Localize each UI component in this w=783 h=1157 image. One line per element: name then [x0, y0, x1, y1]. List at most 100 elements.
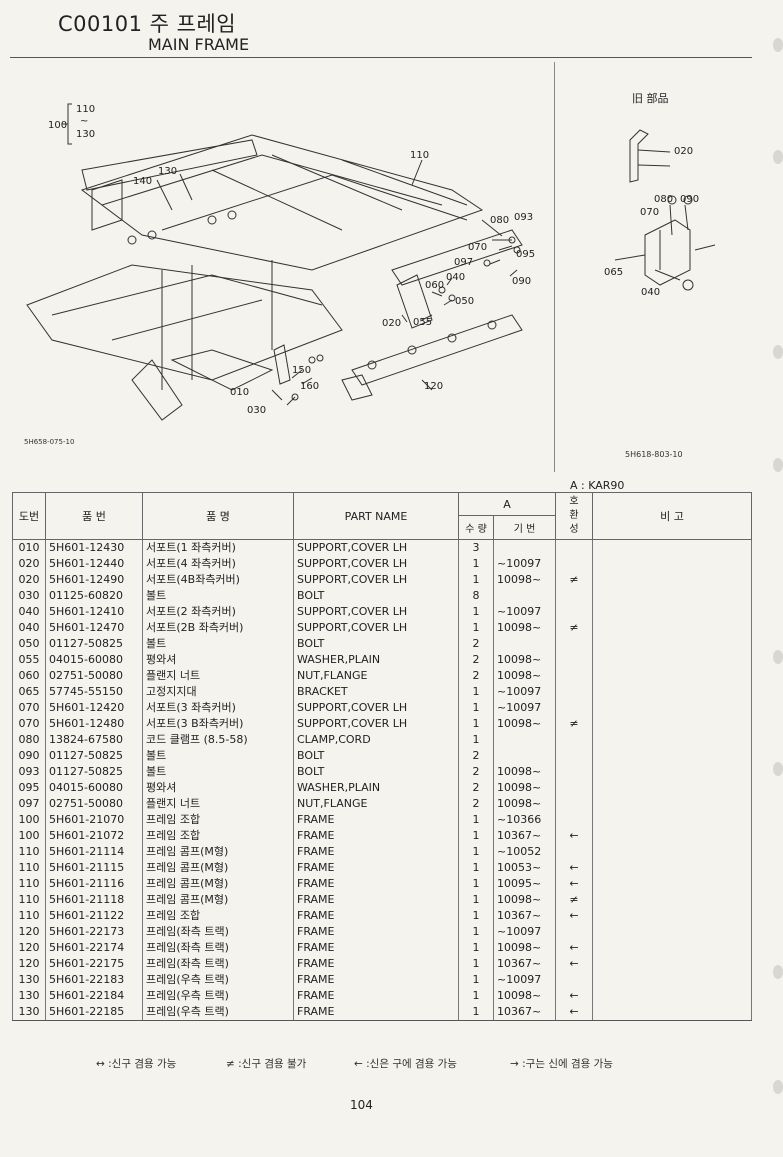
header-name-en: PART NAME [293, 492, 459, 540]
row-name-ko: 프레임(좌측 트랙) [142, 924, 294, 940]
row-ref-no: 050 [12, 636, 46, 652]
row-serial: ~10097 [493, 604, 556, 620]
row-qty: 1 [458, 604, 494, 620]
row-name-en: FRAME [293, 876, 459, 892]
row-qty: 1 [458, 956, 494, 972]
row-part-no: 01125-60820 [45, 588, 143, 604]
row-name-ko: 서포트(3 좌측커버) [142, 700, 294, 716]
row-qty: 1 [458, 924, 494, 940]
row-ref-no: 040 [12, 604, 46, 620]
row-remarks [592, 748, 752, 764]
row-part-no: 5H601-12430 [45, 539, 143, 556]
row-remarks [592, 684, 752, 700]
row-ref-no: 030 [12, 588, 46, 604]
row-serial: 10098~ [493, 668, 556, 684]
ref-group-top: 110 [76, 104, 96, 115]
row-name-ko: 프레임 콤프(M형) [142, 844, 294, 860]
row-compat: ← [555, 1004, 593, 1021]
section-code-title: C00101 주 프레임 [58, 12, 237, 36]
row-ref-no: 065 [12, 684, 46, 700]
row-name-ko: 볼트 [142, 764, 294, 780]
row-part-no: 5H601-21070 [45, 812, 143, 828]
row-serial: ~10097 [493, 700, 556, 716]
row-serial: ~10097 [493, 972, 556, 988]
row-part-no: 04015-60080 [45, 652, 143, 668]
header-remarks: 비 고 [592, 492, 752, 540]
row-serial [493, 636, 556, 652]
row-name-en: SUPPORT,COVER LH [293, 716, 459, 732]
row-ref-no: 070 [12, 700, 46, 716]
row-serial [493, 732, 556, 748]
callout-060: 060 [425, 280, 445, 291]
row-qty: 2 [458, 796, 494, 812]
legend-compatible: ↔ :신구 겸용 가능 [96, 1058, 177, 1070]
row-compat: ← [555, 828, 593, 844]
row-compat: ≠ [555, 620, 593, 636]
row-name-en: FRAME [293, 860, 459, 876]
row-compat: ← [555, 908, 593, 924]
callout-120: 120 [424, 381, 444, 392]
callout-097: 097 [454, 257, 474, 268]
row-compat [555, 539, 593, 556]
row-qty: 1 [458, 860, 494, 876]
header-compat: 호환성 [555, 492, 593, 540]
row-serial: 10053~ [493, 860, 556, 876]
row-qty: 1 [458, 684, 494, 700]
row-qty: 1 [458, 716, 494, 732]
binder-hole [773, 150, 783, 164]
legend-old-to-new: → :구는 신에 겸용 가능 [510, 1058, 613, 1070]
row-serial: 10098~ [493, 780, 556, 796]
row-name-ko: 프레임 조합 [142, 908, 294, 924]
row-compat: ≠ [555, 572, 593, 588]
row-name-ko: 프레임 콤프(M형) [142, 860, 294, 876]
row-qty: 1 [458, 972, 494, 988]
row-remarks [592, 860, 752, 876]
row-compat: ≠ [555, 716, 593, 732]
main-frame-diagram [26, 103, 523, 421]
row-serial: ~10097 [493, 684, 556, 700]
row-name-en: FRAME [293, 956, 459, 972]
row-name-ko: 서포트(2 좌측커버) [142, 604, 294, 620]
row-remarks [592, 956, 752, 972]
row-ref-no: 060 [12, 668, 46, 684]
row-serial: 10098~ [493, 796, 556, 812]
row-serial: 10098~ [493, 652, 556, 668]
row-compat [555, 700, 593, 716]
row-compat [555, 684, 593, 700]
row-part-no: 5H601-21072 [45, 828, 143, 844]
row-part-no: 57745-55150 [45, 684, 143, 700]
row-name-en: FRAME [293, 972, 459, 988]
row-ref-no: 120 [12, 924, 46, 940]
row-part-no: 5H601-21115 [45, 860, 143, 876]
binder-hole [773, 458, 783, 472]
row-name-en: FRAME [293, 1004, 459, 1021]
row-part-no: 5H601-12410 [45, 604, 143, 620]
binder-hole [773, 762, 783, 776]
ref-group-tilde: ~ [80, 116, 89, 127]
row-qty: 1 [458, 732, 494, 748]
row-qty: 1 [458, 876, 494, 892]
callout-030: 030 [247, 405, 267, 416]
row-serial: 10098~ [493, 892, 556, 908]
row-compat [555, 604, 593, 620]
row-part-no: 5H601-21116 [45, 876, 143, 892]
row-remarks [592, 796, 752, 812]
row-remarks [592, 780, 752, 796]
row-part-no: 5H601-22183 [45, 972, 143, 988]
row-ref-no: 120 [12, 940, 46, 956]
row-ref-no: 110 [12, 876, 46, 892]
row-compat [555, 588, 593, 604]
side-callout-040: 040 [641, 287, 661, 298]
